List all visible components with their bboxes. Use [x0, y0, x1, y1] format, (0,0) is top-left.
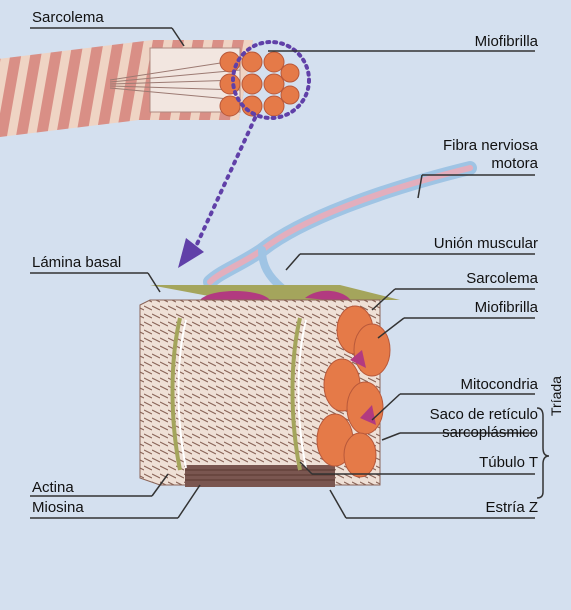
label-actina: Actina — [32, 479, 74, 496]
label-fibra-nerviosa: Fibra nerviosa — [443, 137, 538, 154]
label-sarcolema: Sarcolema — [466, 270, 538, 287]
label-saco-reticulo: Saco de retículo — [430, 406, 538, 423]
label-estria-z: Estría Z — [485, 499, 538, 516]
label-sarcoplasmico: sarcoplásmico — [442, 424, 538, 441]
label-mitocondria: Mitocondria — [460, 376, 538, 393]
label-miosina: Miosina — [32, 499, 84, 516]
label-tubulo-t: Túbulo T — [479, 454, 538, 471]
label-miofibrilla: Miofibrilla — [475, 299, 538, 316]
muscle-fiber-block — [140, 300, 390, 487]
label-motora: motora — [491, 155, 538, 172]
label-lamina-basal: Lámina basal — [32, 254, 121, 271]
muscle-fiber-cylinder — [0, 40, 299, 140]
basal-lamina-shape — [150, 285, 400, 300]
triada-bracket — [537, 408, 549, 498]
label-triada: Tríada — [548, 376, 564, 416]
arrow-head-icon — [178, 238, 204, 268]
label-miofibrilla-top: Miofibrilla — [475, 33, 538, 50]
zoom-arrow — [192, 118, 255, 255]
label-sarcolema-top: Sarcolema — [32, 9, 104, 26]
label-union-muscular: Unión muscular — [434, 235, 538, 252]
motor-nerve-fiber — [210, 168, 470, 288]
